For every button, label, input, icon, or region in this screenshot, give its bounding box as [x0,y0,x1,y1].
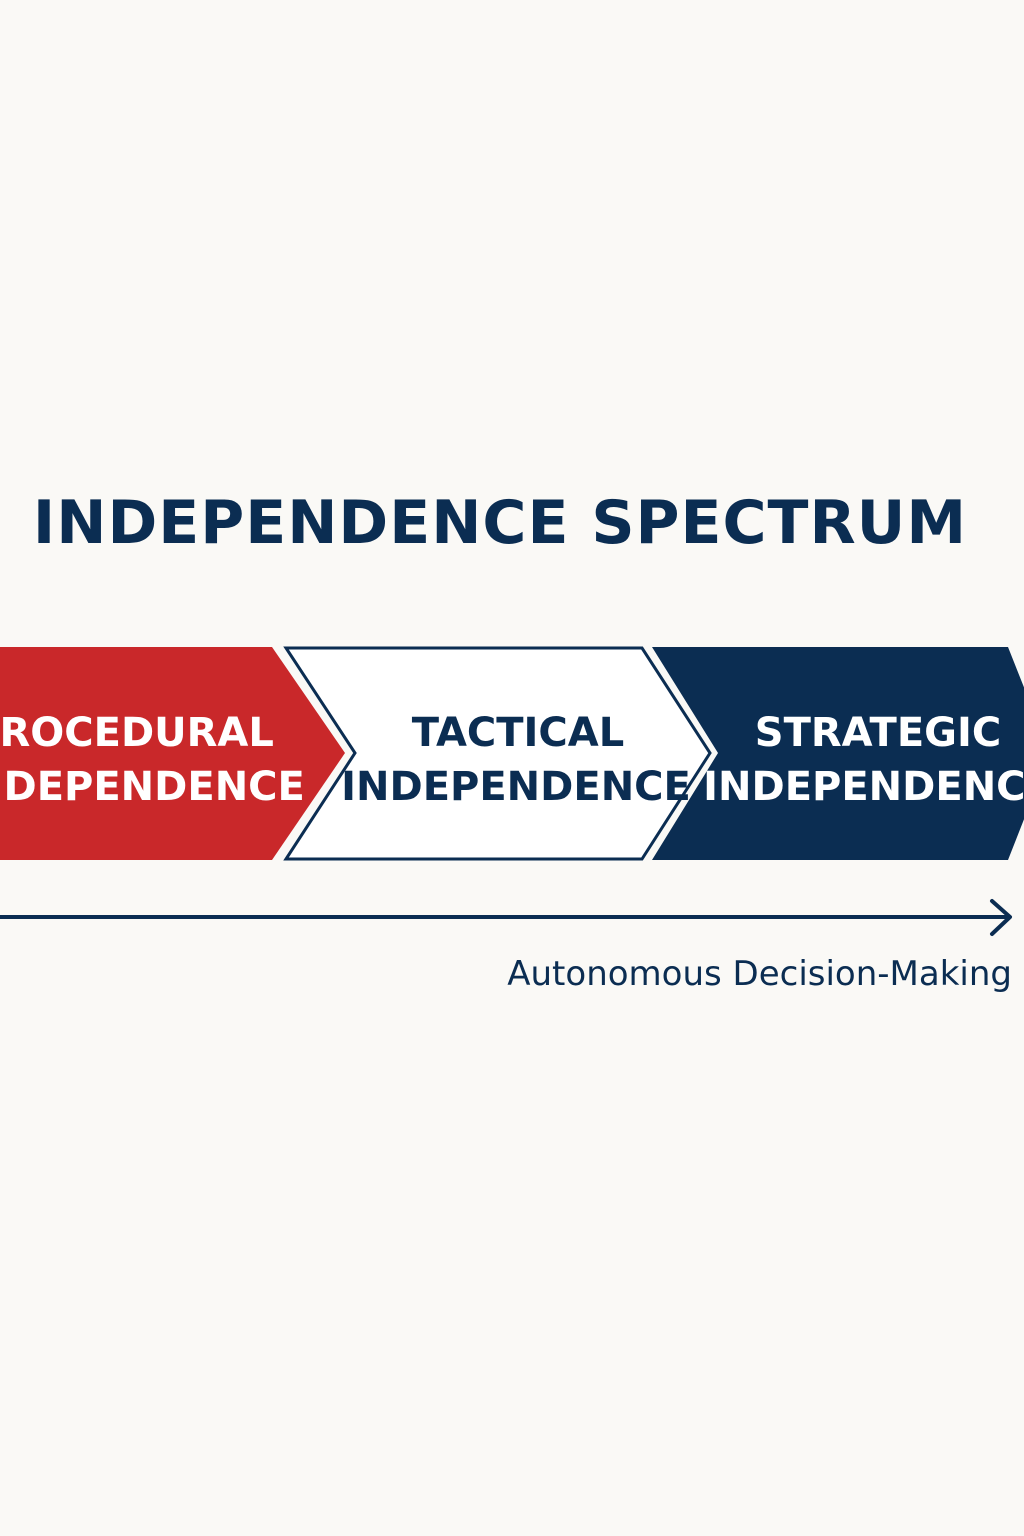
stage-tactical: TACTICAL INDEPENDENCE [283,646,712,861]
stage-tactical-chevron [283,646,712,861]
axis-label: Autonomous Decision-Making [507,954,1012,994]
stage-procedural-line1: PROCEDURAL [0,710,274,756]
diagram-title: INDEPENDENCE SPECTRUM [32,488,968,558]
stage-procedural-line2: INDEPENDENCE [0,764,305,810]
stage-strategic-line1: STRATEGIC [755,710,1001,756]
stage-strategic-chevron [652,647,1024,860]
stage-strategic: STRATEGIC INDEPENDENCE [652,647,1024,860]
stage-tactical-line1: TACTICAL [412,710,624,756]
stage-tactical-line2: INDEPENDENCE [341,764,691,810]
arrow-right-icon [990,899,1012,936]
stage-procedural-chevron [0,647,345,860]
axis: Autonomous Decision-Making [0,899,1012,994]
stage-strategic-line2: INDEPENDENCE [703,764,1024,810]
stage-procedural: PROCEDURAL INDEPENDENCE [0,647,345,860]
